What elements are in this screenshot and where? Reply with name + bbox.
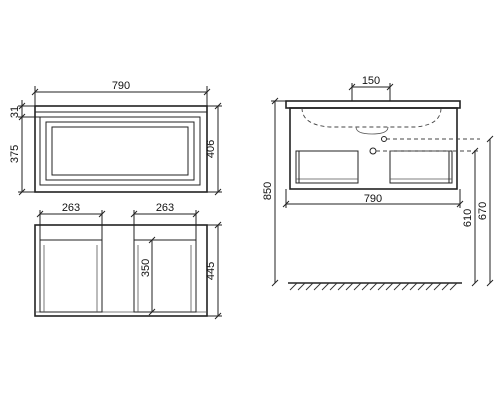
- tick: [214, 188, 222, 196]
- drawer-panel-inner: [51, 126, 189, 176]
- drawer-frame-outer: [39, 116, 201, 186]
- tick: [31, 88, 39, 96]
- tick: [471, 147, 479, 155]
- front-cabinet-outline: [34, 105, 208, 193]
- tick: [471, 279, 479, 287]
- left-compartment: [39, 239, 103, 313]
- tick: [192, 210, 200, 218]
- sink-width-label: 150: [362, 75, 380, 87]
- tick: [282, 200, 290, 208]
- left-compartment-label: 263: [62, 202, 80, 214]
- tick: [203, 88, 211, 96]
- install-view: 150 790 850 610 670: [262, 75, 494, 291]
- front-total-height-label: 406: [205, 140, 217, 158]
- right-compartment: [133, 239, 197, 313]
- tick: [271, 97, 279, 105]
- tick: [348, 83, 356, 91]
- floor-height-label: 850: [262, 182, 274, 200]
- front-top-offset-label: 31: [9, 106, 21, 118]
- drain-height-label: 610: [462, 209, 474, 227]
- left-drawer: [295, 150, 359, 184]
- front-drawer-height-label: 375: [9, 145, 21, 163]
- cabinet-body: [289, 107, 458, 190]
- drain-bowl: [355, 126, 389, 135]
- inner-height-label: 350: [140, 259, 152, 277]
- tick: [271, 279, 279, 287]
- tick: [486, 279, 494, 287]
- tick: [486, 135, 494, 143]
- tick: [18, 102, 26, 110]
- drawer-frame-middle: [45, 121, 195, 181]
- tick: [214, 221, 222, 229]
- tick: [386, 83, 394, 91]
- right-drawer: [389, 150, 453, 184]
- tick: [36, 210, 44, 218]
- side-width-label: 790: [364, 193, 382, 205]
- open-total-height-label: 445: [205, 262, 217, 280]
- tick: [130, 210, 138, 218]
- tick: [456, 200, 464, 208]
- tick: [98, 210, 106, 218]
- front-view: 790 31 375 406: [9, 80, 222, 196]
- supply-pipe-icon: [381, 136, 387, 142]
- countertop: [285, 100, 461, 109]
- open-view: 263 263 350 445: [34, 202, 222, 320]
- tick: [214, 312, 222, 320]
- right-compartment-label: 263: [156, 202, 174, 214]
- drain-pipe-icon: [369, 147, 377, 155]
- tick: [148, 308, 156, 316]
- tick: [18, 113, 26, 121]
- tick: [148, 236, 156, 244]
- floor-hatch: [289, 282, 458, 291]
- front-width-label: 790: [112, 80, 130, 92]
- open-cabinet-outline: [34, 224, 208, 317]
- supply-height-label: 670: [477, 202, 489, 220]
- tick: [18, 188, 26, 196]
- tick: [214, 102, 222, 110]
- sink-basin-outline: [301, 107, 442, 128]
